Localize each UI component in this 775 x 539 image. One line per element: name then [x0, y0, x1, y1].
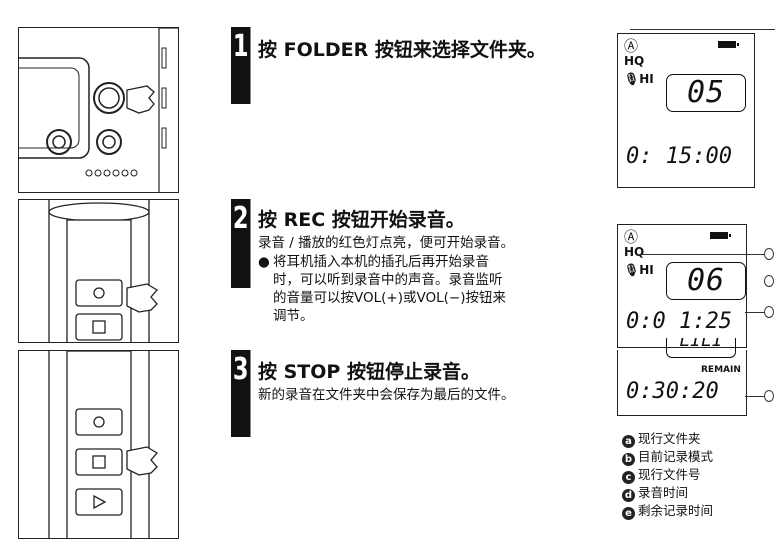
bullet-dot: ●: [258, 254, 270, 270]
bullet-line-3: 的音量可以按VOL(+)或VOL(−)按钮来: [273, 290, 506, 306]
callout-marker-e: [764, 390, 774, 402]
illustration-folder-button: [18, 27, 179, 193]
legend-marker: d: [622, 489, 635, 502]
lcd-display-middle: Ⓐ HQ 🎙HI 06 0:0 1:25: [617, 224, 747, 348]
callout-marker-d: [764, 306, 774, 318]
recording-time: 0:0 1:25: [626, 309, 732, 334]
step-1-heading: 按 FOLDER 按钮来选择文件夹。: [258, 39, 546, 61]
callout-line-mode: [640, 254, 765, 255]
record-mode-label: HQ: [624, 245, 645, 259]
mic-sensitivity-icon: 🎙HI: [624, 263, 654, 277]
folder-a-icon: Ⓐ: [624, 230, 638, 246]
legend-text: 目前记录模式: [638, 449, 714, 464]
bullet-line-1: 将耳机插入本机的插孔后再开始录音: [273, 254, 489, 270]
recorder-stop-drawing: [48, 351, 158, 538]
step-2-body: 录音 / 播放的红色灯点亮，便可开始录音。: [258, 235, 515, 251]
lcd-display-bottom: LILI REMAIN 0:30:20: [617, 338, 747, 416]
callout-marker-b: [764, 248, 774, 260]
battery-icon: [710, 232, 731, 239]
illustration-stop-button: [18, 350, 179, 539]
illustration-rec-button: [18, 199, 179, 343]
remaining-time: 0:30:20: [626, 379, 719, 404]
step-number-1: 1: [231, 27, 251, 104]
lcd-display-top: Ⓐ HQ 🎙HI 05 0: 15:00: [617, 33, 755, 188]
legend-marker: a: [622, 435, 635, 448]
file-number: 06: [666, 262, 746, 300]
remain-label: REMAIN: [701, 365, 741, 375]
step-3-heading: 按 STOP 按钮停止录音。: [258, 361, 480, 383]
callout-line-time: [745, 312, 765, 313]
step-2-bullet: ● 将耳机插入本机的插孔后再开始录音 时，可以听到录音中的声音。录音监听 的音量…: [258, 253, 558, 325]
bullet-line-2: 时，可以听到录音中的声音。录音监听: [273, 272, 503, 288]
folder-a-icon: Ⓐ: [624, 39, 638, 55]
legend-marker: b: [622, 453, 635, 466]
recorder-rec-drawing: [48, 200, 158, 342]
step-3-body: 新的录音在文件夹中会保存为最后的文件。: [258, 387, 515, 403]
callout-line-remain: [745, 396, 765, 397]
legend-marker: e: [622, 507, 635, 520]
file-number-partial: LILI: [666, 338, 736, 358]
callout-marker-c: [764, 275, 774, 287]
file-number: 05: [666, 74, 746, 112]
legend-text: 现行文件号: [638, 467, 701, 482]
legend-marker: c: [622, 471, 635, 484]
recording-time: 0: 15:00: [626, 144, 732, 169]
step-number-3: 3: [231, 350, 251, 437]
callout-line-folder: [630, 29, 775, 30]
bullet-line-4: 调节。: [273, 308, 314, 324]
legend-text: 现行文件夹: [638, 431, 701, 446]
record-mode-label: HQ: [624, 54, 645, 68]
battery-icon: [718, 41, 739, 48]
step-number-2: 2: [231, 199, 251, 288]
legend-text: 剩余记录时间: [638, 503, 714, 518]
recorder-folder-drawing: [19, 28, 178, 192]
step-2-heading: 按 REC 按钮开始录音。: [258, 209, 465, 231]
legend-text: 录音时间: [638, 485, 689, 500]
mic-sensitivity-icon: 🎙HI: [624, 72, 654, 86]
